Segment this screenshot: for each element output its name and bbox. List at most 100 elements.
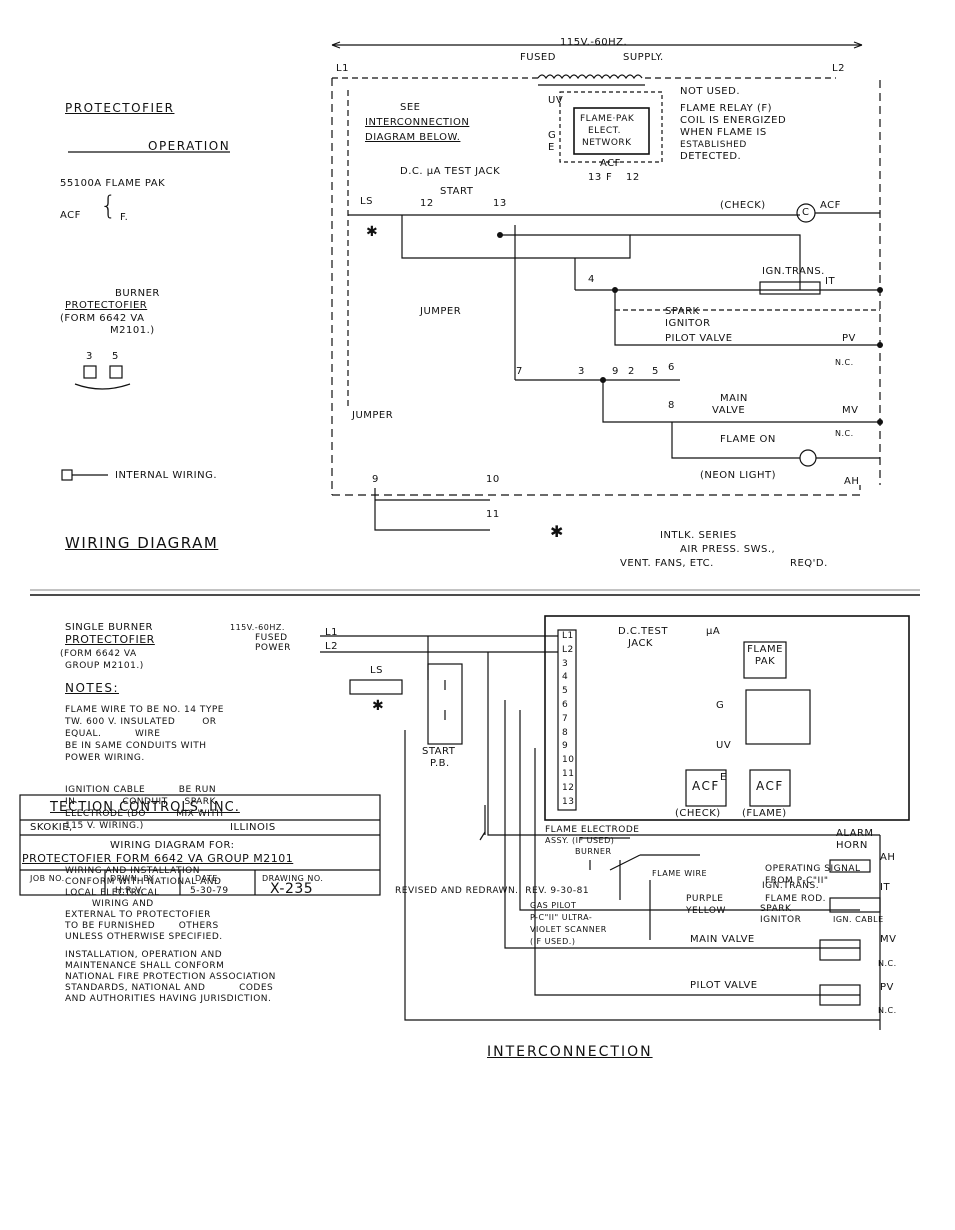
pv-nc-label: N.C. — [835, 358, 854, 367]
terminal-strip-labels: L1 L2 3 4 5 6 7 8 9 10 11 12 13 — [562, 630, 574, 809]
terminal-4-label: 4 — [588, 274, 595, 285]
main-valve-bottom-label: MAIN VALVE — [690, 934, 755, 945]
power-label: POWER — [255, 643, 291, 653]
bottom-group: GROUP M2101.) — [65, 661, 144, 671]
left-acf: ACF — [60, 210, 81, 221]
flame-pak-module — [743, 641, 787, 679]
flame-electrode-label: FLAME ELECTRODE — [545, 825, 640, 835]
neon-light-label: (NEON LIGHT) — [700, 470, 777, 481]
acf-check-box — [685, 769, 727, 807]
acf-flame-box — [749, 769, 791, 807]
acf-12-label: 12 — [626, 172, 640, 183]
operation-label: OPERATION — [148, 139, 231, 153]
ls-label: LS — [360, 196, 373, 207]
form-label: (FORM 6642 VA — [60, 313, 145, 324]
holding-contacts-line — [401, 215, 631, 259]
pc-ultra-label: P-C"II" ULTRA- — [530, 913, 593, 922]
m2101-label: M2101.) — [110, 325, 155, 336]
terminal-label: 3 — [562, 658, 569, 669]
g-label: G — [716, 700, 725, 711]
note-block-3: WIRING AND INSTALLATION CONFORM WITH NAT… — [65, 866, 223, 943]
main-valve-device — [819, 939, 861, 961]
pilot-valve-feed — [534, 748, 860, 996]
when-note: WHEN FLAME IS — [680, 127, 767, 138]
flame-rod-label: FLAME ROD. — [765, 894, 826, 904]
it-label: IT — [825, 276, 836, 287]
uv-terminal: UV — [548, 95, 564, 106]
note3-line: CONFORM WITH NATIONAL AND — [65, 877, 222, 887]
not-used-label: NOT USED. — [680, 86, 741, 97]
alarm-horn-device — [829, 859, 871, 873]
note-block-4: INSTALLATION, OPERATION AND MAINTENANCE … — [65, 950, 276, 1005]
terminal-13-label: 13 — [493, 198, 507, 209]
interconnection-ref: INTERCONNECTION — [365, 117, 470, 128]
violet-scanner-label: VIOLET SCANNER — [530, 925, 607, 934]
terminal-5-symbol — [109, 365, 123, 379]
flame-pak-outline — [559, 91, 663, 163]
title-line1: WIRING DIAGRAM FOR: — [110, 840, 235, 851]
title-line2: PROTECTOFIER FORM 6642 VA GROUP M2101 — [22, 852, 294, 865]
terminal-label: 8 — [562, 727, 569, 738]
l1-label: L1 — [336, 63, 349, 74]
note3-line: TO BE FURNISHED OTHERS — [65, 921, 219, 931]
contact-3-label: 3 — [578, 366, 585, 377]
drawing-no-value: X-235 — [270, 881, 314, 897]
terminal-7-label: 7 — [516, 366, 523, 377]
terminal-12-label: 12 — [420, 198, 434, 209]
terminal-label: 13 — [562, 796, 575, 807]
asterisk-ls: ✱ — [366, 224, 379, 240]
l2-label: L2 — [832, 63, 845, 74]
terminal-label: 4 — [562, 672, 569, 683]
note2-line: ELECTRODE (DO MIX WITH — [65, 809, 224, 819]
revised-note: REVISED AND REDRAWN. REV. 9-30-81 — [395, 886, 590, 896]
terminal-6-label: 6 — [668, 362, 675, 373]
note2-line: 115 V. WIRING.) — [65, 821, 144, 831]
terminal-label: 5 — [562, 686, 569, 697]
left-protectofier: PROTECTOFIER — [65, 101, 175, 115]
mv-label: MV — [842, 405, 859, 416]
pilot-valve-line — [614, 290, 880, 346]
it-bottom-label: IT — [880, 882, 891, 893]
drwn-by-label: DRWN. BY — [110, 874, 155, 883]
bottom-l1: L1 — [325, 627, 338, 638]
ign-branch — [630, 234, 801, 290]
flame-relay-note: FLAME RELAY (F) — [680, 103, 772, 114]
terminal-8-label: 8 — [668, 400, 675, 411]
spark-bottom-label: SPARK — [760, 904, 792, 914]
protectofier-chassis — [544, 615, 910, 821]
power-fused: FUSED — [255, 633, 288, 643]
flame-pak-module-label: FLAME PAK — [747, 644, 783, 667]
interconnection-title: INTERCONNECTION — [487, 1044, 653, 1060]
single-burner-label: SINGLE BURNER — [65, 622, 153, 633]
check-label: (CHECK) — [720, 200, 766, 211]
asterisk-symbol: ✱ — [550, 522, 564, 541]
air-press-label: AIR PRESS. SWS., — [680, 544, 776, 555]
supply-voltage-label: 115V.-60HZ. — [560, 37, 628, 48]
acf-check-box-label: ACF — [692, 779, 720, 793]
internal-wiring-symbol — [61, 469, 73, 481]
title-block-frame — [19, 794, 381, 896]
ign-trans-feed — [519, 710, 860, 911]
company-state: ILLINOIS — [230, 822, 276, 833]
ign-trans-bottom-label: IGN.TRANS. — [762, 881, 820, 891]
ah-feed — [404, 730, 880, 1021]
e-label: E — [720, 772, 727, 783]
acf-brace: { — [100, 191, 118, 221]
note3-line: LOCAL ELECTRICAL — [65, 888, 160, 898]
flame-pak-box — [573, 107, 650, 155]
ls-box — [349, 679, 403, 695]
note1-line: BE IN SAME CONDUITS WITH — [65, 741, 207, 751]
terminal-9-11-line — [374, 488, 490, 531]
e-terminal: E — [548, 142, 555, 153]
assy-label: ASSY. (IF USED) — [545, 836, 615, 845]
start-pb-label: START — [422, 746, 456, 757]
date-label: DATE — [195, 874, 218, 883]
bottom-l2: L2 — [325, 641, 338, 652]
job-no-text: JOB NO. — [30, 874, 65, 883]
date-value: 5-30-79 — [190, 886, 229, 896]
bottom-dashed-loop — [332, 485, 861, 496]
terminal-strip — [557, 629, 577, 811]
coil-note: COIL IS ENERGIZED — [680, 115, 787, 126]
flame-pak-label: FLAME·PAK — [580, 114, 635, 124]
ua-label: μA — [706, 626, 721, 637]
